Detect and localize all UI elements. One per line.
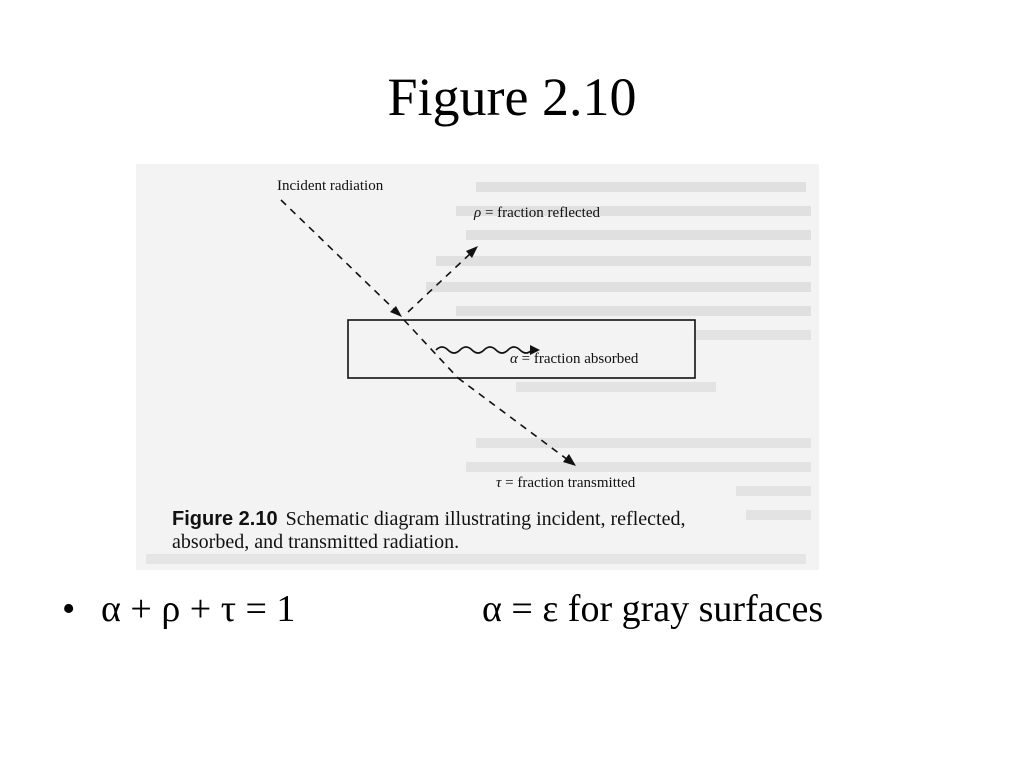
reflected-label: ρ = fraction reflected [473,205,601,221]
absorbed-label: α = fraction absorbed [510,351,639,367]
incident-ray [280,199,402,317]
incident-label: Incident radiation [277,178,384,194]
scanned-figure: Incident radiation ρ = fraction reflecte… [136,164,819,570]
radiation-diagram: Incident radiation ρ = fraction reflecte… [136,164,819,570]
transmitted-ray [403,319,576,466]
gray-surface-note: α = ε for gray surfaces [482,588,824,630]
slide-title: Figure 2.10 [387,67,637,127]
figure-caption-line2: absorbed, and transmitted radiation. [172,531,459,553]
material-slab [347,319,696,379]
bullet-marker: • [62,588,76,630]
reflected-ray [407,246,478,313]
sum-equation: α + ρ + τ = 1 [101,588,296,630]
transmitted-label: τ = fraction transmitted [496,475,636,491]
absorbed-wave-arrow [435,345,540,355]
